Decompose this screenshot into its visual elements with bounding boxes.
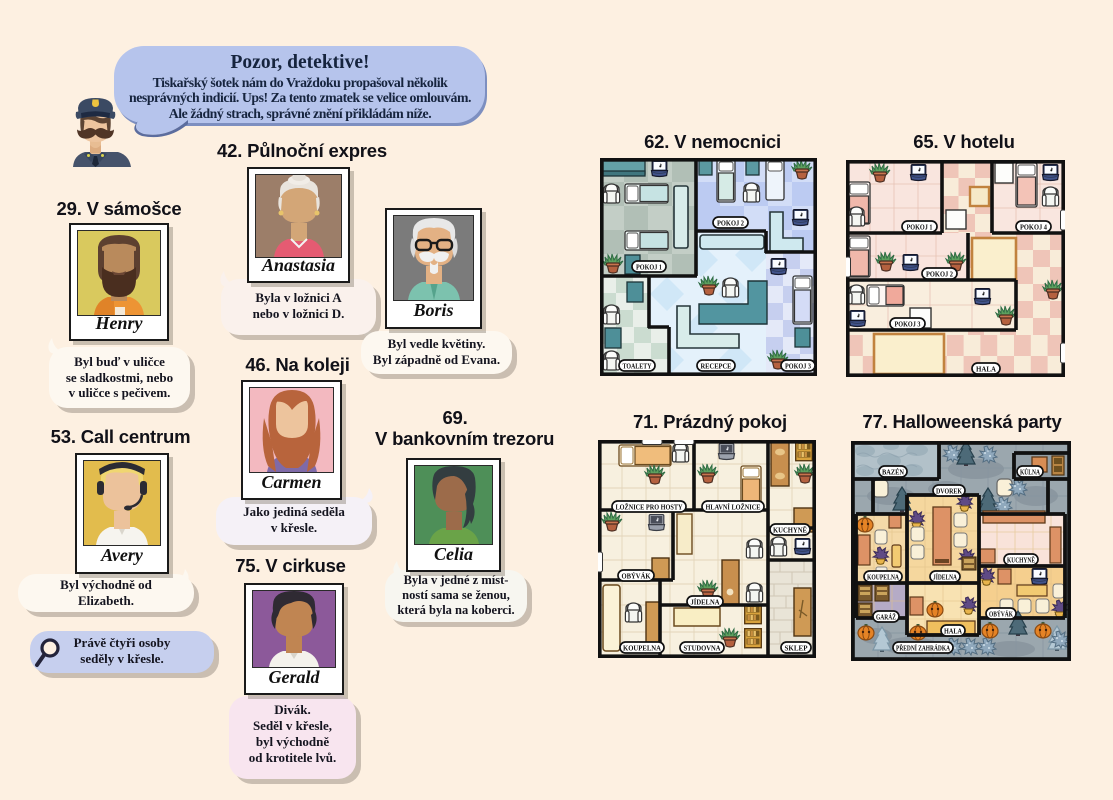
svg-text:SKLEP: SKLEP	[785, 644, 808, 653]
svg-text:POKOJ 2: POKOJ 2	[926, 270, 953, 279]
svg-text:KUCHYNĚ: KUCHYNĚ	[773, 525, 807, 535]
svg-text:LOŽNICE PRO HOSTY: LOŽNICE PRO HOSTY	[616, 502, 684, 512]
svg-text:KUCHYNĚ: KUCHYNĚ	[1007, 555, 1035, 565]
svg-text:GARÁŽ: GARÁŽ	[876, 612, 896, 622]
svg-text:DVOREK: DVOREK	[936, 487, 962, 496]
svg-text:OBÝVÁK: OBÝVÁK	[622, 571, 651, 581]
svg-text:HLAVNÍ LOŽNICE: HLAVNÍ LOŽNICE	[706, 502, 761, 512]
svg-text:POKOJ 1: POKOJ 1	[636, 263, 662, 272]
svg-text:KOUPELNA: KOUPELNA	[623, 644, 662, 653]
svg-text:POKOJ 3: POKOJ 3	[895, 320, 921, 329]
svg-text:BAZÉN: BAZÉN	[882, 467, 905, 477]
svg-text:POKOJ 1: POKOJ 1	[907, 223, 933, 232]
svg-text:JÍDELNA: JÍDELNA	[933, 572, 957, 582]
svg-text:HALA: HALA	[976, 365, 996, 374]
svg-text:KŮLNA: KŮLNA	[1020, 467, 1040, 477]
svg-text:STUDOVNA: STUDOVNA	[684, 644, 722, 653]
svg-text:RECEPCE: RECEPCE	[701, 362, 732, 371]
svg-text:POKOJ 2: POKOJ 2	[717, 219, 744, 228]
svg-text:POKOJ 3: POKOJ 3	[785, 362, 811, 371]
svg-text:KOUPELNA: KOUPELNA	[867, 573, 900, 582]
svg-text:PŘEDNÍ ZAHRÁDKA: PŘEDNÍ ZAHRÁDKA	[896, 643, 950, 653]
svg-text:OBÝVÁK: OBÝVÁK	[989, 609, 1013, 619]
svg-text:JÍDELNA: JÍDELNA	[691, 597, 721, 607]
svg-text:HALA: HALA	[944, 627, 963, 636]
svg-text:POKOJ 4: POKOJ 4	[1020, 223, 1047, 232]
svg-text:TOALETY: TOALETY	[623, 362, 652, 371]
